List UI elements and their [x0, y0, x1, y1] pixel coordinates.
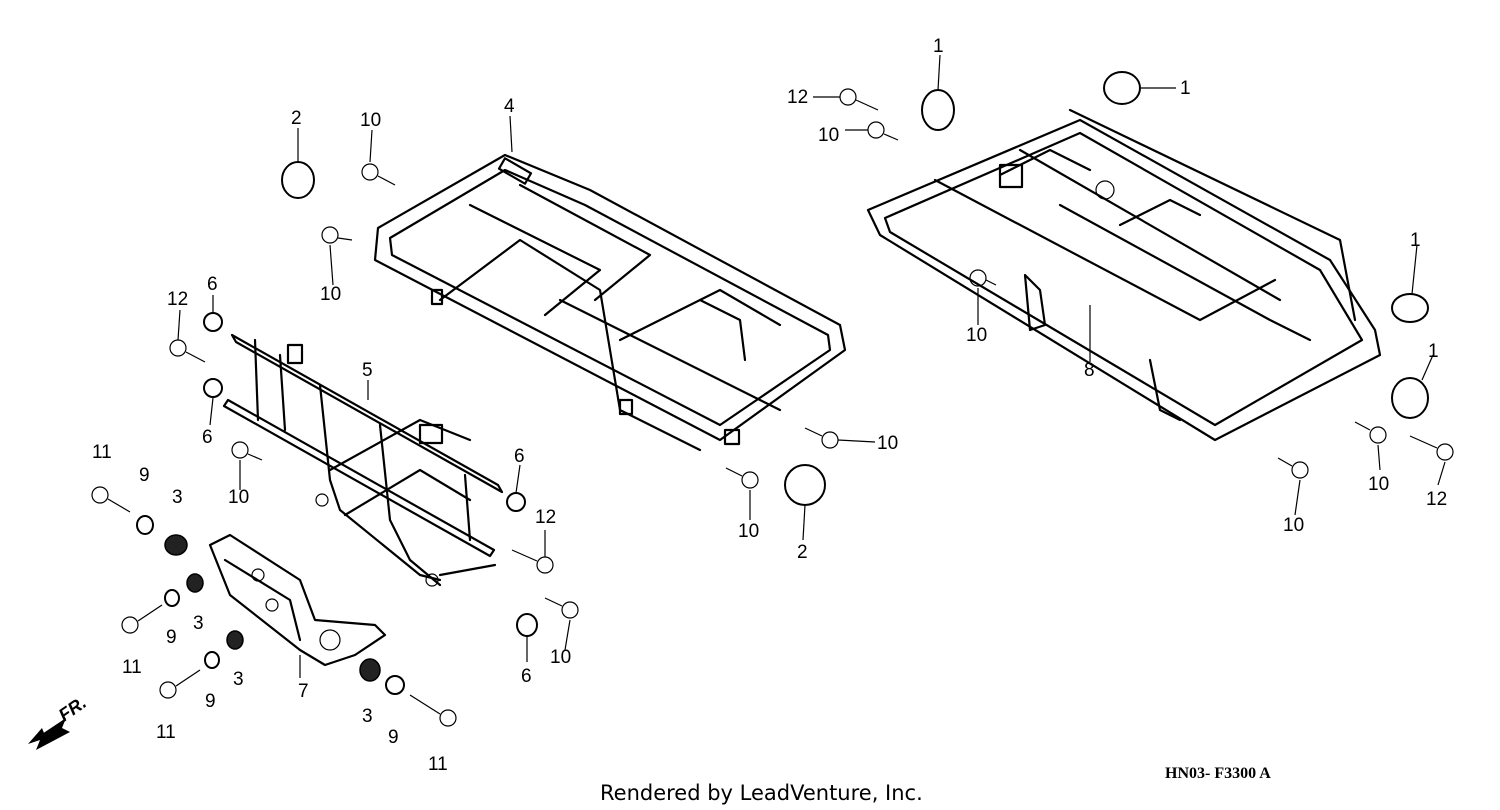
diagram-code: HN03- F3300 A — [1165, 765, 1271, 782]
callout-5: 5 — [362, 360, 373, 381]
callout-6: 6 — [207, 274, 218, 295]
callout-11: 11 — [156, 722, 176, 743]
callout-10: 10 — [550, 647, 571, 668]
skid-plate — [208, 533, 387, 667]
callout-12: 12 — [1426, 489, 1447, 510]
callout-3: 3 — [193, 613, 204, 634]
callout-10: 10 — [738, 521, 759, 542]
callout-6: 6 — [202, 427, 213, 448]
front-carrier-rack — [373, 153, 847, 452]
callout-8: 8 — [1084, 360, 1095, 381]
callout-4: 4 — [504, 96, 515, 117]
callout-11: 11 — [122, 657, 142, 678]
callout-11: 11 — [428, 754, 448, 775]
callout-6: 6 — [521, 666, 532, 687]
render-credit: Rendered by LeadVenture, Inc. — [600, 781, 923, 805]
callouts: 1 1 1 1 2 2 3 3 3 3 4 5 6 6 6 6 7 8 9 9 … — [92, 36, 1447, 775]
callout-11: 11 — [92, 442, 112, 463]
callout-3: 3 — [233, 669, 244, 690]
callout-1: 1 — [1180, 78, 1191, 99]
callout-12: 12 — [787, 87, 808, 108]
callout-9: 9 — [205, 691, 216, 712]
callout-3: 3 — [172, 487, 183, 508]
fasteners — [91, 71, 1454, 727]
callout-10: 10 — [360, 110, 381, 131]
rear-carrier-rack — [866, 108, 1382, 442]
callout-10: 10 — [877, 433, 898, 454]
callout-12: 12 — [167, 289, 188, 310]
callout-9: 9 — [388, 727, 399, 748]
fr-label: FR. — [55, 692, 90, 725]
callout-10: 10 — [966, 325, 987, 346]
callout-9: 9 — [139, 465, 150, 486]
callout-10: 10 — [1283, 515, 1304, 536]
callout-2: 2 — [291, 108, 302, 129]
front-direction-arrow: FR. — [28, 692, 90, 750]
callout-10: 10 — [228, 487, 249, 508]
callout-10: 10 — [1368, 474, 1389, 495]
callout-1: 1 — [1410, 230, 1421, 251]
callout-2: 2 — [797, 542, 808, 563]
callout-10: 10 — [818, 125, 839, 146]
callout-6: 6 — [514, 446, 525, 467]
callout-9: 9 — [166, 627, 177, 648]
leader-lines — [177, 54, 1446, 678]
bumper-frame — [222, 333, 504, 587]
callout-1: 1 — [1428, 341, 1439, 362]
callout-1: 1 — [933, 36, 944, 57]
callout-10: 10 — [320, 284, 341, 305]
callout-7: 7 — [298, 681, 309, 702]
callout-12: 12 — [535, 507, 556, 528]
callout-3: 3 — [362, 706, 373, 727]
